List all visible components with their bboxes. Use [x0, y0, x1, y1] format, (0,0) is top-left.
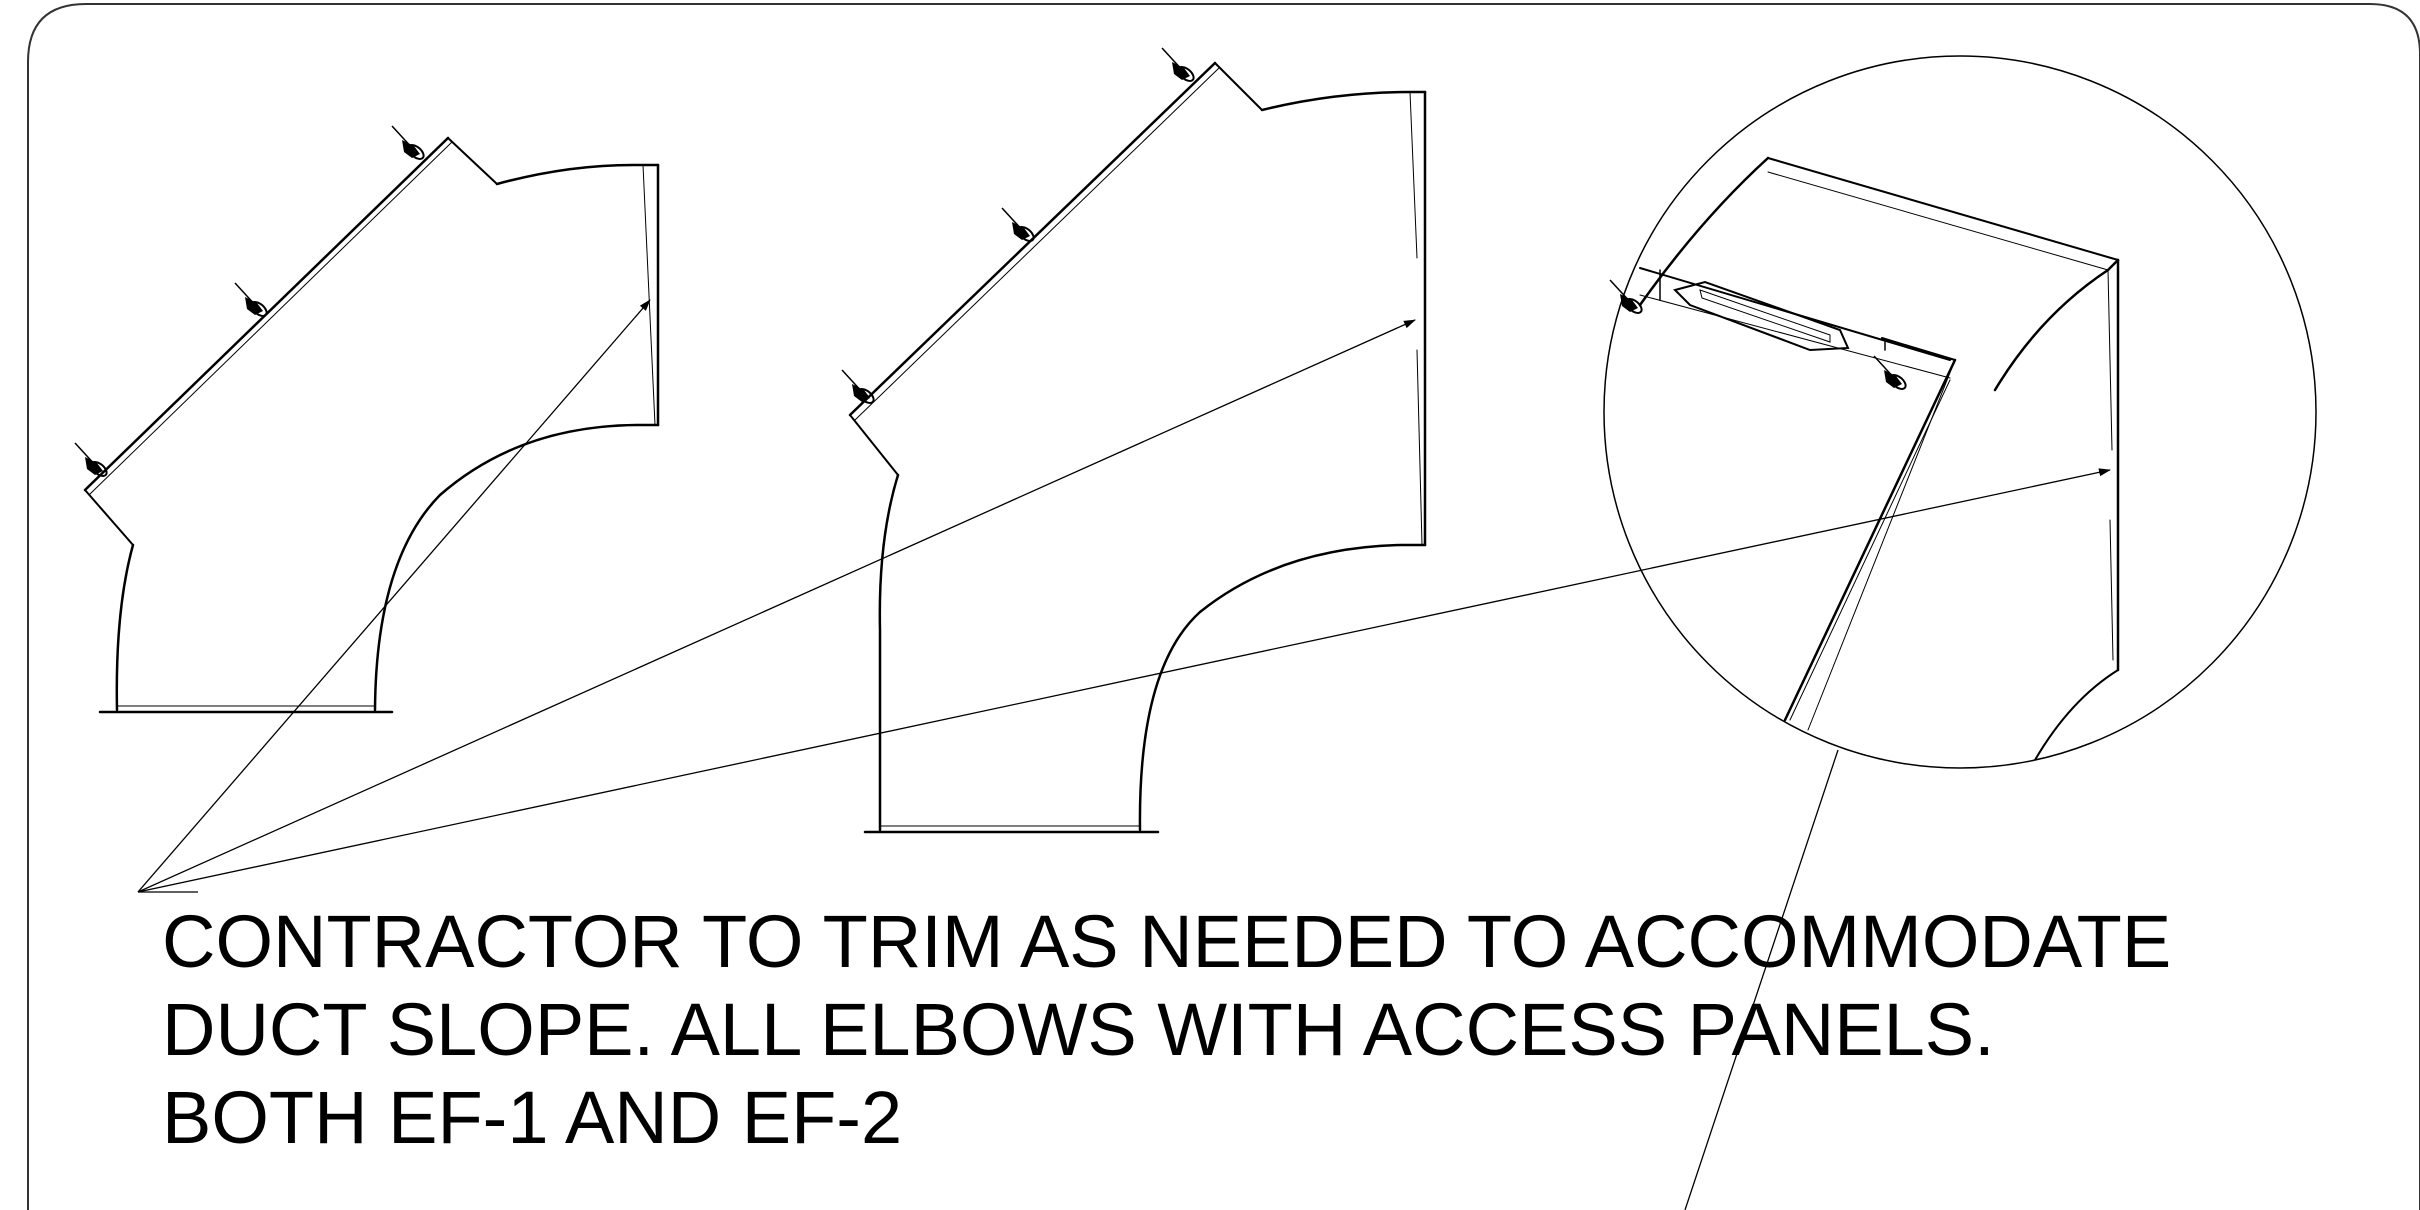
elbow-2	[848, 61, 1427, 834]
leader-lines	[137, 299, 2111, 1210]
elbow-1	[83, 136, 660, 714]
note-line-1: CONTRACTOR TO TRIM AS NEEDED TO ACCOMMOD…	[162, 900, 2172, 983]
detail-view	[1638, 156, 2120, 761]
drawing-frame	[27, 3, 2420, 1210]
note-line-2: DUCT SLOPE. ALL ELBOWS WITH ACCESS PANEL…	[162, 988, 1995, 1071]
general-note: CONTRACTOR TO TRIM AS NEEDED TO ACCOMMOD…	[162, 898, 2402, 1162]
note-line-3: BOTH EF-1 AND EF-2	[162, 1076, 903, 1159]
detail-callout-circle	[1603, 55, 2317, 769]
